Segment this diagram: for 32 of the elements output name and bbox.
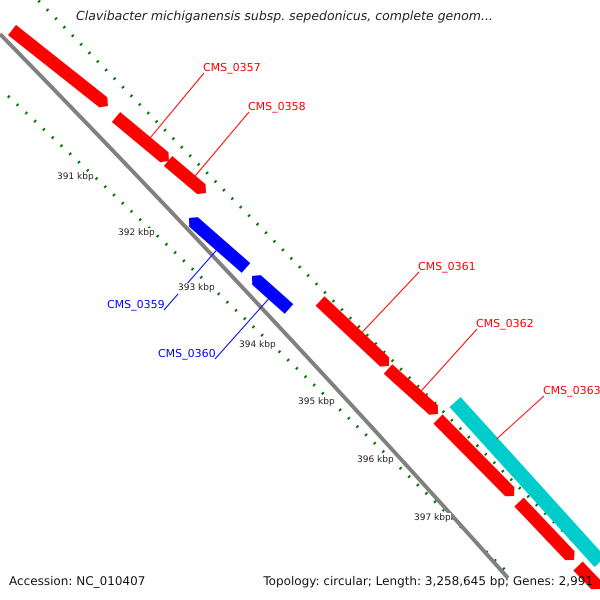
gene-label: CMS_0357 — [203, 61, 261, 74]
gene-feature — [433, 414, 514, 496]
leader-line — [496, 396, 544, 440]
scale-label: 394 kbp — [239, 340, 276, 351]
leader-line — [214, 298, 270, 360]
gene-feature — [252, 275, 294, 314]
scale-label: 391 kbp — [57, 172, 94, 183]
gene-label: CMS_0359 — [107, 298, 165, 312]
scale-label: 396 kbp — [357, 455, 394, 466]
gene-feature — [112, 112, 169, 162]
title: Clavibacter michiganensis subsp. sepedonicus, complete genom... — [76, 8, 493, 23]
gene-feature — [316, 296, 390, 367]
gene-feature — [514, 498, 575, 560]
gene-label: CMS_0358 — [248, 100, 306, 114]
leader-line — [149, 72, 204, 139]
gene-feature — [8, 24, 108, 108]
leader-line — [194, 112, 250, 178]
gene-feature — [449, 397, 600, 567]
gene-label: CMS_0362 — [476, 317, 534, 330]
gene-feature — [384, 364, 438, 415]
footer-text: Accession: NC_010407 — [9, 574, 146, 588]
gene-label: CMS_0360 — [158, 347, 216, 360]
gene-feature — [189, 217, 250, 273]
leader-line — [420, 328, 478, 392]
gene-label: CMS_0361 — [418, 260, 476, 274]
gene-feature — [164, 156, 206, 194]
scale-label: 392 kbp — [118, 228, 155, 239]
scale-label: 393 kbp — [178, 283, 215, 294]
scale-label: 397 kbp — [414, 513, 451, 524]
leader-line — [360, 272, 420, 334]
scale-label: 395 kbp — [298, 397, 335, 408]
gene-label: CMS_0363 — [543, 384, 600, 398]
